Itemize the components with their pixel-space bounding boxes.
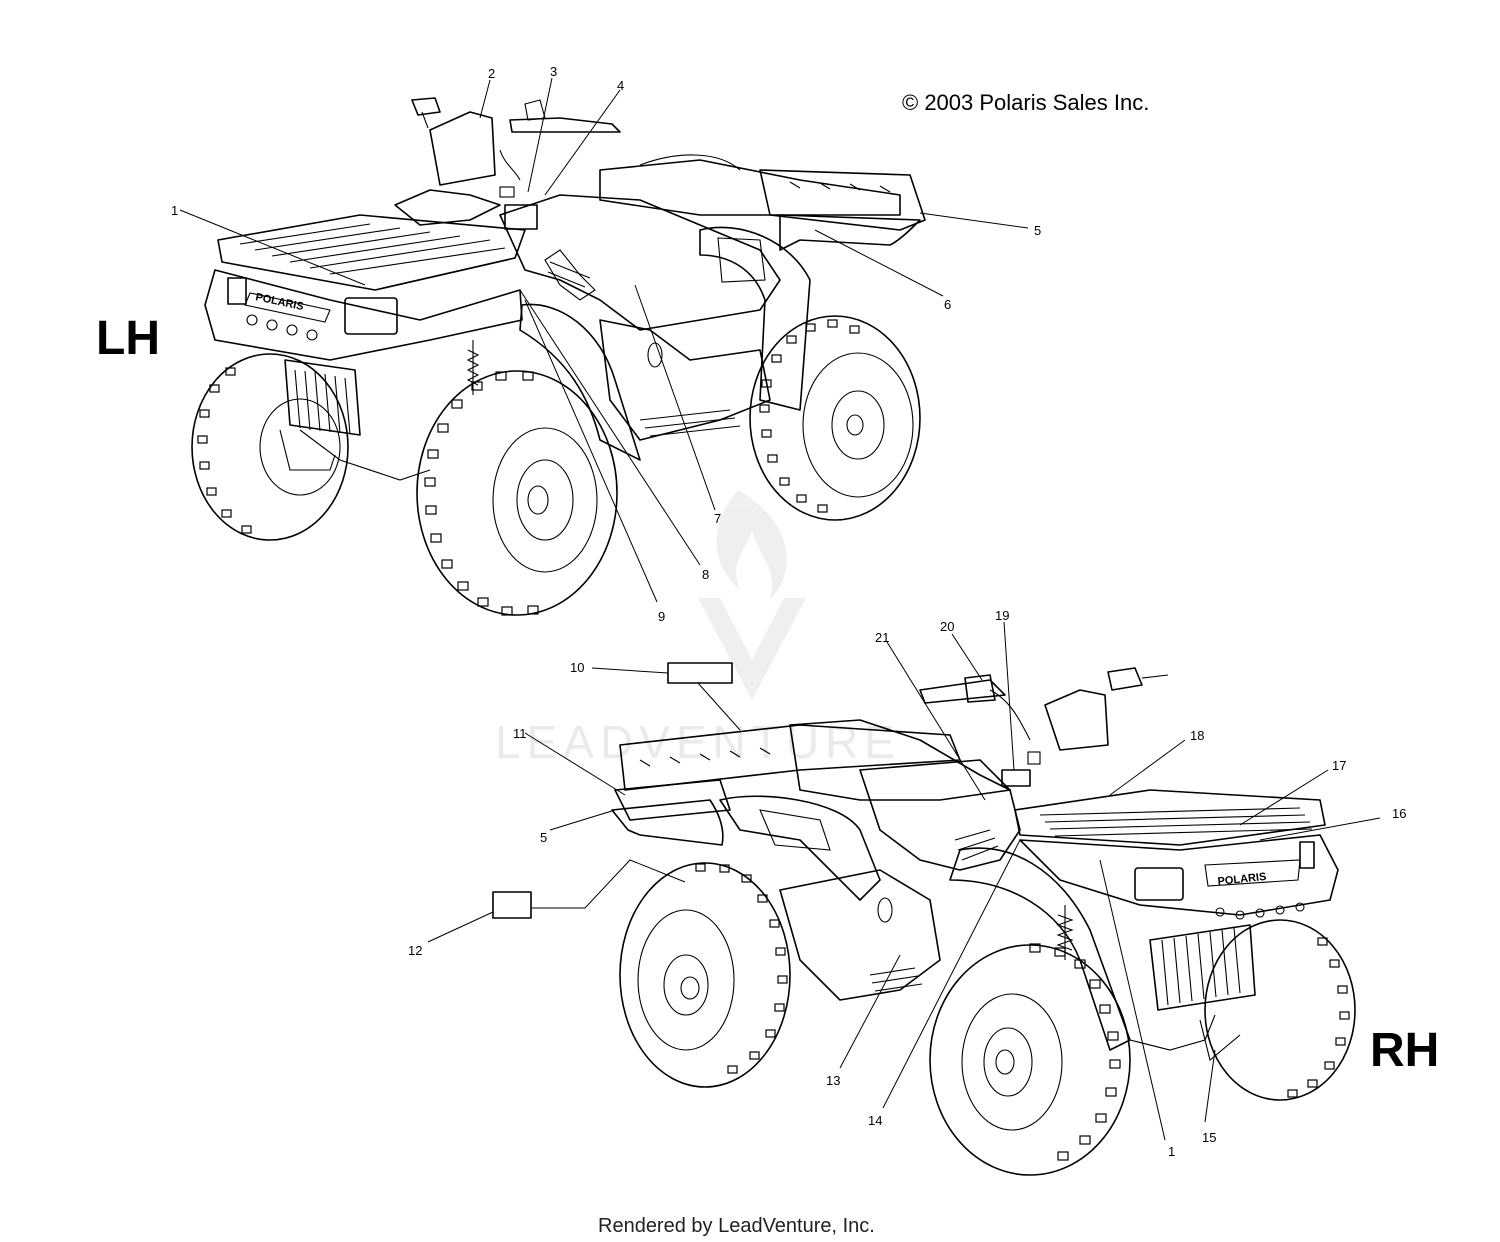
footer-text: Rendered by LeadVenture, Inc. — [598, 1215, 875, 1237]
lh-front-wheel — [416, 370, 618, 616]
lh-far-front-wheel — [191, 353, 349, 541]
callout-lh-2: 2 — [488, 66, 495, 81]
callout-lh-9: 9 — [658, 609, 665, 624]
callout-rh-10: 10 — [570, 660, 584, 675]
lh-rear-wheel — [749, 315, 921, 521]
callout-lh-4: 4 — [617, 78, 624, 93]
callout-rh-17: 17 — [1332, 758, 1346, 773]
callout-lh-5: 5 — [1034, 223, 1041, 238]
callouts-lh: 1 2 3 4 5 6 7 8 9 — [171, 64, 1041, 624]
watermark-text: LEADVENTURE — [495, 716, 901, 768]
callout-lh-8: 8 — [702, 567, 709, 582]
leader-lines — [179, 77, 1381, 1141]
callout-lh-3: 3 — [550, 64, 557, 79]
lh-brand-text: POLARIS — [254, 291, 304, 313]
callout-rh-13: 13 — [826, 1073, 840, 1088]
callout-rh-15: 15 — [1202, 1130, 1216, 1145]
callout-rh-20: 20 — [940, 619, 954, 634]
watermark: LEADVENTURE — [495, 490, 901, 768]
callout-lh-7: 7 — [714, 511, 721, 526]
decal-12-box — [492, 891, 532, 919]
callout-lh-1: 1 — [171, 203, 178, 218]
callout-rh-5: 5 — [540, 830, 547, 845]
callout-rh-19: 19 — [995, 608, 1009, 623]
view-label-rh: RH — [1370, 1024, 1439, 1077]
callout-rh-1: 1 — [1168, 1144, 1175, 1159]
atv-left-side-view: POLARIS — [191, 97, 926, 616]
rh-far-front-wheel — [1204, 919, 1356, 1101]
rh-body — [611, 667, 1339, 1061]
lh-body — [204, 97, 926, 481]
callout-lh-6: 6 — [944, 297, 951, 312]
callout-rh-16: 16 — [1392, 806, 1406, 821]
callout-rh-18: 18 — [1190, 728, 1204, 743]
copyright-text: © 2003 Polaris Sales Inc. — [902, 90, 1149, 115]
rh-front-wheel — [929, 943, 1131, 1176]
callout-rh-12: 12 — [408, 943, 422, 958]
callout-rh-11: 11 — [513, 726, 527, 741]
view-label-lh: LH — [96, 312, 160, 365]
callout-rh-14: 14 — [868, 1113, 882, 1128]
callouts-rh: 10 11 5 12 13 14 1 15 16 17 18 19 20 21 — [408, 608, 1406, 1159]
callout-rh-21: 21 — [875, 630, 889, 645]
rh-brand-text: POLARIS — [1217, 871, 1267, 888]
rh-rear-wheel — [619, 862, 791, 1088]
decal-10-box — [667, 662, 733, 684]
atv-right-side-view: POLARIS — [492, 662, 1356, 1176]
